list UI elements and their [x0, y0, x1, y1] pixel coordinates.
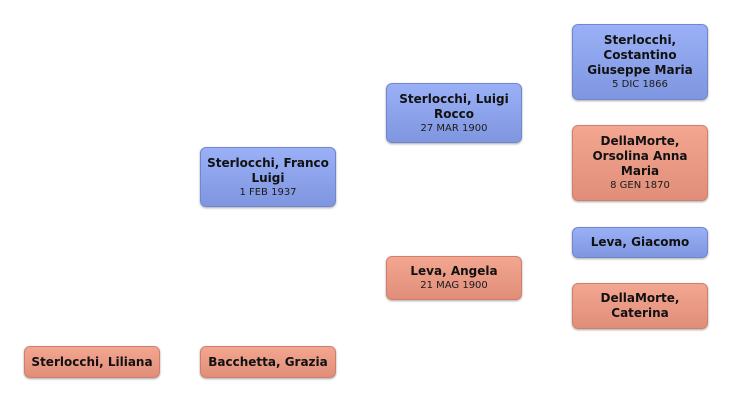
- person-name: Sterlocchi, Liliana: [31, 354, 153, 369]
- person-name: DellaMorte, Caterina: [600, 291, 680, 320]
- person-birth-date: 21 MAG 1900: [420, 280, 488, 291]
- person-name: Sterlocchi, Luigi Rocco: [399, 91, 509, 121]
- person-card-sterlocchi-franco-luigi[interactable]: Sterlocchi, Franco Luigi 1 FEB 1937: [200, 147, 336, 207]
- person-name: Sterlocchi, Costantino Giuseppe Maria: [587, 33, 693, 77]
- person-card-leva-giacomo[interactable]: Leva, Giacomo: [572, 227, 708, 258]
- person-birth-date: 5 DIC 1866: [612, 79, 668, 90]
- person-card-sterlocchi-luigi-rocco[interactable]: Sterlocchi, Luigi Rocco 27 MAR 1900: [386, 83, 522, 143]
- person-birth-date: 27 MAR 1900: [420, 122, 488, 134]
- person-name: Bacchetta, Grazia: [208, 354, 328, 369]
- person-card-sterlocchi-costantino[interactable]: Sterlocchi, Costantino Giuseppe Maria 5 …: [572, 24, 708, 100]
- person-birth-date: 1 FEB 1937: [239, 186, 297, 198]
- person-name: Leva, Giacomo: [590, 235, 690, 249]
- person-birth-date: 8 GEN 1870: [610, 180, 670, 191]
- person-card-bacchetta-grazia[interactable]: Bacchetta, Grazia: [200, 346, 336, 378]
- person-card-sterlocchi-liliana[interactable]: Sterlocchi, Liliana: [24, 346, 160, 378]
- person-name: Leva, Angela: [410, 264, 498, 278]
- person-card-leva-angela[interactable]: Leva, Angela 21 MAG 1900: [386, 256, 522, 300]
- person-card-dellamorte-caterina[interactable]: DellaMorte, Caterina: [572, 283, 708, 329]
- person-card-dellamorte-orsolina[interactable]: DellaMorte, Orsolina Anna Maria 8 GEN 18…: [572, 125, 708, 201]
- person-name: DellaMorte, Orsolina Anna Maria: [592, 134, 688, 178]
- person-name: Sterlocchi, Franco Luigi: [207, 155, 329, 185]
